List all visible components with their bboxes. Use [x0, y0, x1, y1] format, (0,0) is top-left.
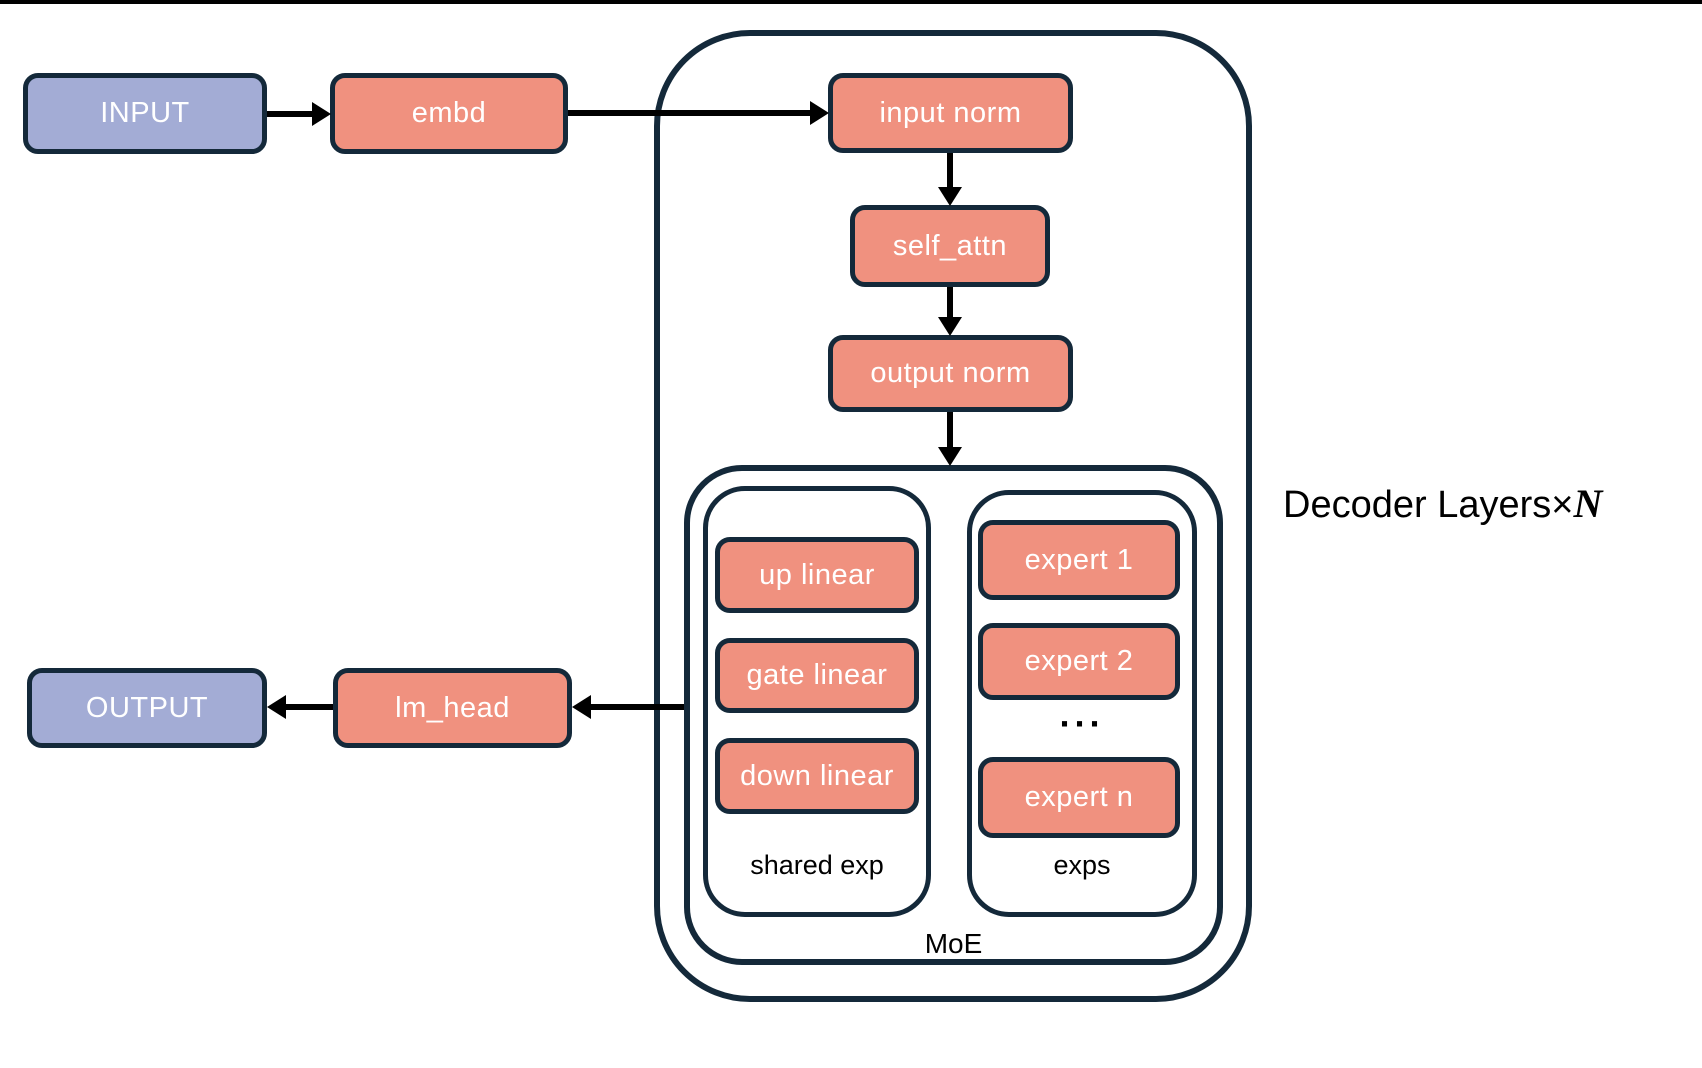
- exps-container: [967, 490, 1197, 917]
- expert-n-node: expert n: [978, 757, 1180, 838]
- self-attn-node: self_attn: [850, 205, 1050, 287]
- moe-container: [684, 465, 1223, 965]
- expert-2-node-label: expert 2: [1024, 645, 1134, 677]
- arrow-outputnorm-moe-line: [947, 412, 953, 448]
- decoder-layers-container: [654, 30, 1252, 1002]
- lm-head-node: lm_head: [333, 668, 572, 748]
- input-node-label: INPUT: [100, 97, 190, 129]
- up-linear-node-label: up linear: [759, 558, 875, 591]
- arrow-inputnorm-selfattn-head: [938, 187, 962, 206]
- input-norm-node-label: input norm: [879, 96, 1022, 129]
- embd-node: embd: [330, 73, 568, 154]
- output-norm-node: output norm: [828, 335, 1073, 412]
- down-linear-node-label: down linear: [740, 759, 894, 792]
- expert-2-node: expert 2: [978, 623, 1180, 700]
- expert-1-node: expert 1: [978, 520, 1180, 600]
- up-linear-node: up linear: [715, 537, 919, 613]
- down-linear-node: down linear: [715, 738, 919, 814]
- arrow-outputnorm-moe-head: [938, 447, 962, 466]
- arrow-selfattn-outputnorm-head: [938, 317, 962, 336]
- decoder-layers-caption: Decoder Layers×N: [1283, 480, 1602, 527]
- output-node-label: OUTPUT: [85, 691, 209, 724]
- exps-label: exps: [1053, 850, 1111, 880]
- arrow-lmhead-output-head: [267, 695, 286, 719]
- arrow-moe-lmhead-head: [572, 695, 591, 719]
- expert-n-node-label: expert n: [1024, 781, 1134, 813]
- arrow-selfattn-outputnorm-line: [947, 287, 953, 318]
- gate-linear-node: gate linear: [715, 638, 919, 713]
- decoder-layers-n: N: [1573, 481, 1603, 526]
- arrow-embd-inputnorm-line: [568, 110, 811, 116]
- arrow-input-embd-line: [267, 111, 313, 117]
- expert-1-node-label: expert 1: [1024, 543, 1134, 576]
- arrow-embd-inputnorm-head: [810, 101, 829, 125]
- moe-label: MoE: [924, 928, 983, 959]
- arrow-moe-lmhead-line: [590, 704, 684, 710]
- top-border-strip: [0, 0, 1702, 4]
- arrow-input-embd-head: [312, 102, 331, 126]
- gate-linear-node-label: gate linear: [746, 659, 888, 691]
- arrow-inputnorm-selfattn-line: [947, 153, 953, 188]
- shared-exp-label: shared exp: [750, 850, 884, 880]
- output-node: OUTPUT: [27, 668, 267, 748]
- lm-head-node-label: lm_head: [395, 691, 510, 724]
- experts-ellipsis: ···: [1059, 703, 1105, 744]
- arrow-lmhead-output-line: [286, 704, 333, 710]
- shared-exp-container: [703, 486, 931, 917]
- self-attn-node-label: self_attn: [892, 229, 1008, 262]
- output-norm-node-label: output norm: [870, 357, 1031, 389]
- decoder-layers-caption-text: Decoder Layers×: [1283, 484, 1574, 526]
- input-norm-node: input norm: [828, 73, 1073, 153]
- embd-node-label: embd: [411, 97, 487, 129]
- input-node: INPUT: [23, 73, 267, 154]
